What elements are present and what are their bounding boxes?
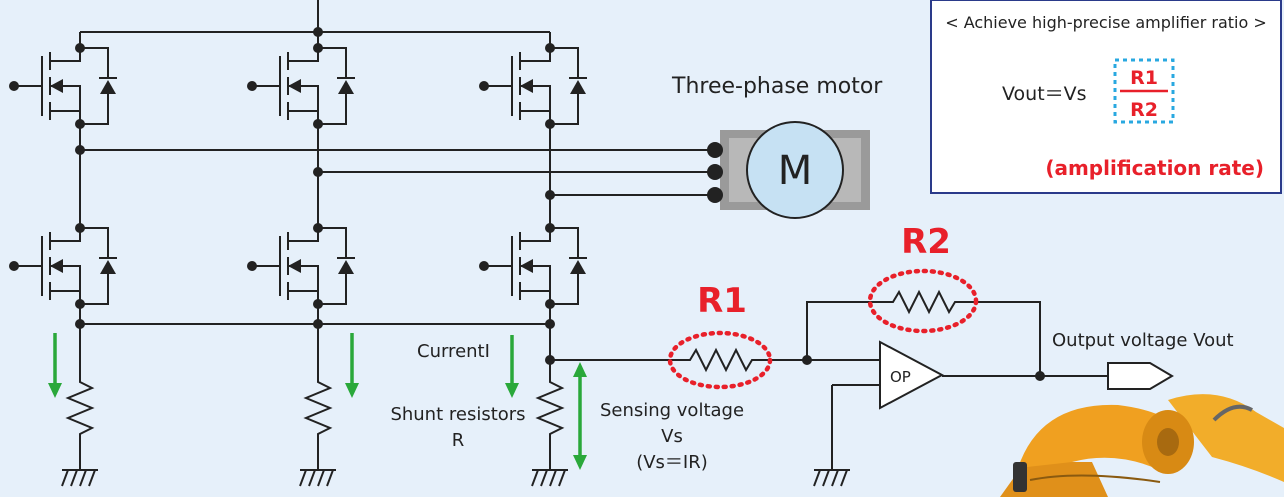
mosfet-high-2	[246, 42, 356, 130]
sensing-label-line3: (Vs＝IR)	[636, 452, 708, 473]
r1-highlight-ring	[667, 330, 773, 390]
motor-caption: Three-phase motor	[671, 74, 883, 99]
formula-box	[930, 0, 1282, 194]
ground-symbol-1	[61, 469, 99, 487]
shunt-label-line1: Shunt resistors	[390, 404, 525, 425]
ground-symbol-3	[531, 469, 569, 487]
bridge-wiring	[75, 0, 715, 370]
current-arrow-1	[48, 333, 62, 398]
r1-label: R1	[697, 281, 747, 321]
current-label: CurrentI	[417, 341, 490, 362]
r2-highlight-ring	[867, 268, 979, 334]
r2-label: R2	[901, 222, 951, 262]
opamp-triangle	[879, 340, 945, 410]
sensing-label-line2: Vs	[661, 426, 683, 447]
mosfet-high-1	[8, 42, 118, 130]
shunt-label-line2: R	[452, 430, 465, 451]
robot-arm-icon	[1000, 394, 1284, 497]
formula-note: (amplification rate)	[1045, 156, 1264, 180]
amplifier-wiring	[550, 289, 1110, 386]
mosfet-low-3	[478, 222, 588, 310]
mosfet-low-1	[8, 222, 118, 310]
sensing-label-line1: Sensing voltage	[600, 400, 744, 421]
ground-symbol-opamp	[813, 469, 851, 487]
mosfet-low-2	[246, 222, 356, 310]
formula-numerator: R1	[1130, 67, 1158, 89]
motor-letter: M	[778, 148, 813, 194]
opamp-label: OP	[890, 368, 911, 386]
output-terminal	[1107, 362, 1174, 390]
output-voltage-label: Output voltage Vout	[1052, 330, 1234, 351]
three-phase-motor	[707, 121, 870, 219]
formula-lhs: Vout＝Vs	[1002, 83, 1087, 105]
current-arrow-2	[345, 333, 359, 398]
shunt-resistor-1	[65, 370, 95, 470]
formula-box-title: < Achieve high-precise amplifier ratio >	[945, 13, 1267, 32]
mosfet-high-3	[478, 42, 588, 130]
shunt-resistor-3	[535, 370, 565, 470]
current-arrow-3	[505, 335, 519, 398]
formula-denominator: R2	[1130, 99, 1158, 121]
ground-symbol-2	[299, 469, 337, 487]
shunt-resistor-2	[303, 370, 333, 470]
sensing-voltage-arrow	[573, 362, 587, 470]
